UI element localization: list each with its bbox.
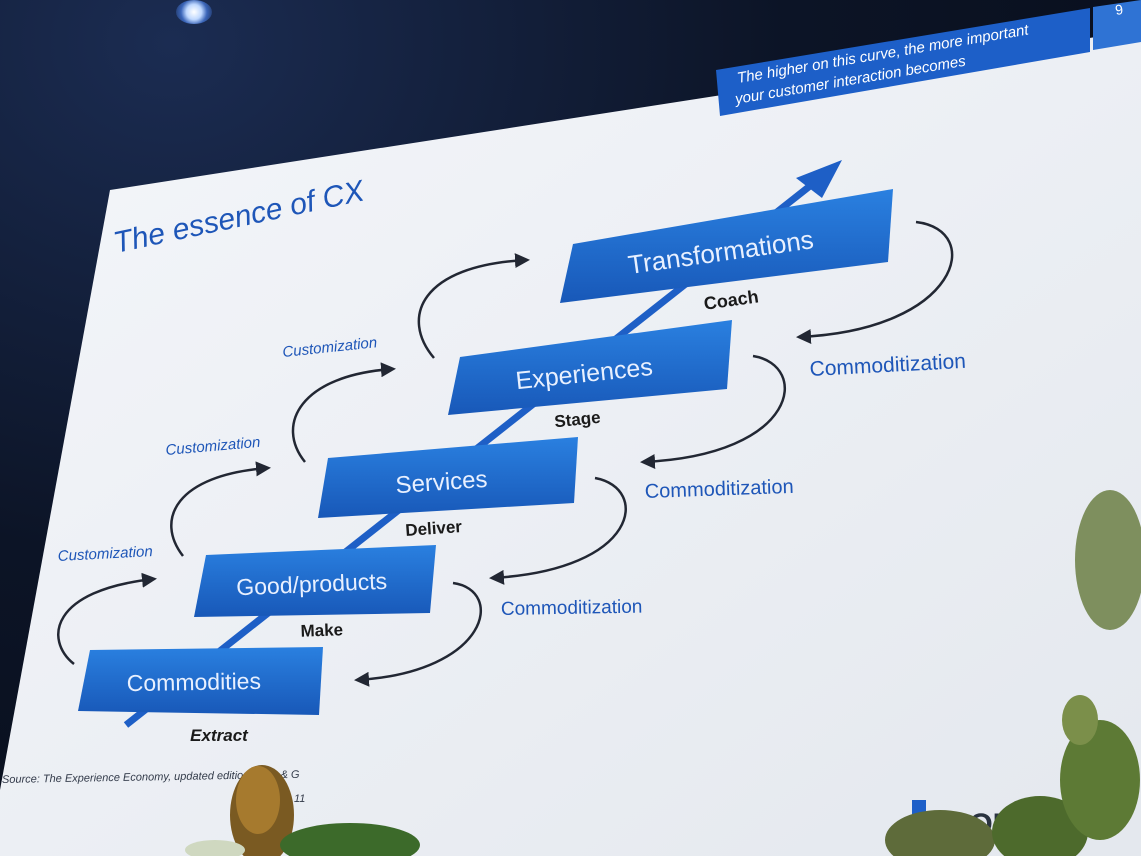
- curved-arrow-icon: [417, 253, 530, 359]
- curved-arrow-icon: [170, 461, 271, 557]
- spotlight-icon: [176, 0, 212, 24]
- source-note-tail: 11: [294, 793, 305, 805]
- curved-arrow-icon: [796, 220, 954, 344]
- stage-box-commodities[interactable]: [78, 647, 323, 715]
- curved-arrow-icon: [489, 476, 627, 585]
- foreground-plants: [185, 490, 1141, 856]
- commoditization-label-2: Commoditization: [644, 476, 794, 503]
- header-callout-box: [716, 8, 1090, 116]
- page-number: 9: [1114, 1, 1124, 18]
- stage-box-services[interactable]: [318, 437, 578, 518]
- commoditization-label-1: Commoditization: [501, 597, 643, 620]
- up-arrow-icon: [796, 160, 842, 198]
- source-note: Source: The Experience Economy, updated …: [2, 769, 300, 786]
- curved-arrow-icon: [354, 581, 483, 687]
- customization-label-1: Customization: [57, 543, 153, 565]
- curved-arrow-icon: [57, 572, 157, 665]
- stage-box-experiences[interactable]: [448, 320, 732, 415]
- curved-arrow-icon: [640, 354, 786, 469]
- page-number-box: [1093, 0, 1141, 50]
- stage-verb-extract: Extract: [190, 726, 249, 745]
- curved-arrow-icon: [291, 362, 396, 463]
- stage-label-commodities: Commodities: [127, 668, 262, 696]
- stage-label-services: Services: [395, 466, 489, 499]
- stage-verb-make: Make: [300, 620, 343, 640]
- stage-box-transformations[interactable]: [560, 189, 893, 303]
- stage-verb-stage: Stage: [553, 408, 601, 432]
- stage-box-goods[interactable]: [194, 545, 436, 617]
- stage-verb-deliver: Deliver: [405, 517, 463, 540]
